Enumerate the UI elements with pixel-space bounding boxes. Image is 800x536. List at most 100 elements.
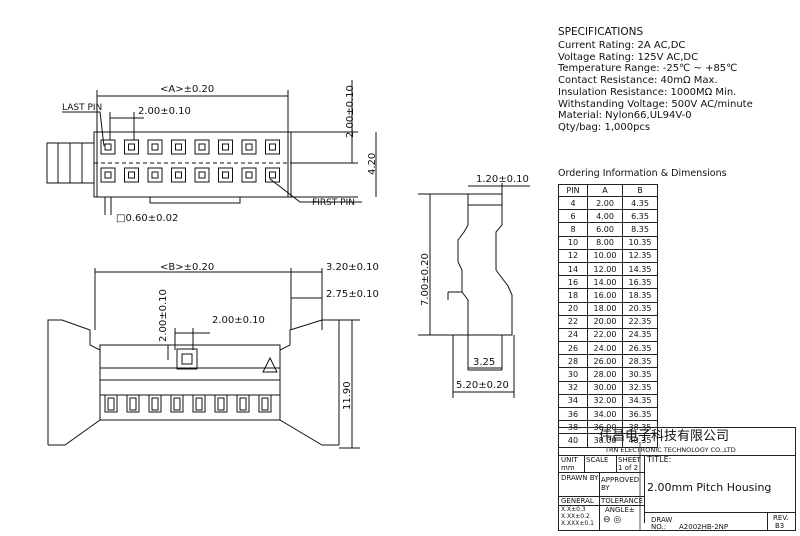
pin-cavity: [241, 139, 257, 155]
rev-label: REV.: [773, 514, 789, 522]
ordering-cell-a: 4.00: [587, 209, 623, 224]
pin-contact: [198, 171, 206, 179]
pin-contact: [245, 171, 253, 179]
dim-320-label: 3.20±0.10: [326, 262, 379, 273]
dim-top-pitch-label: 2.00±0.10: [138, 106, 191, 117]
dim-top-pitch-v-label: 2.00±0.10: [345, 85, 356, 138]
front-view-body: [99, 344, 281, 396]
ordering-cell-b: 14.35: [622, 261, 658, 277]
rev-value: B3: [775, 522, 785, 530]
unit-value: mm: [561, 464, 575, 472]
ordering-cell-b: 36.35: [622, 406, 658, 422]
pin-cavity: [124, 139, 139, 155]
top-view: [46, 80, 377, 215]
front-pin-contact: [261, 397, 269, 411]
pin-contact: [175, 171, 182, 179]
pin-contact: [128, 143, 135, 151]
ordering-cell-pin: 34: [558, 393, 588, 409]
dim-side-height-label: 7.00±0.20: [420, 253, 431, 306]
ordering-cell-pin: 22: [558, 314, 588, 329]
ordering-cell-pin: 18: [558, 288, 588, 303]
dim-side-top-label: 1.20±0.10: [476, 174, 529, 185]
ordering-cell-b: 12.35: [622, 248, 658, 263]
dim-top-height-label: 4.20: [367, 152, 378, 175]
ordering-cell-pin: 20: [558, 301, 588, 316]
spec-line: Qty/bag: 1,000pcs: [558, 121, 651, 133]
ordering-cell-a: 18.00: [587, 301, 623, 316]
drawn-by-label: DRAWN BY: [561, 474, 599, 482]
ordering-header-b: B: [622, 184, 658, 197]
ordering-cell-a: 8.00: [587, 235, 623, 250]
ordering-cell-b: 40.35: [622, 433, 658, 448]
pin-cavity: [147, 167, 163, 183]
pin-cavity: [124, 167, 139, 183]
ordering-cell-a: 14.00: [587, 275, 623, 290]
front-pin-slot: [258, 395, 272, 413]
dim-front-pitch-h-label: 2.00±0.10: [212, 315, 265, 326]
ordering-cell-pin: 6: [558, 209, 588, 224]
spec-line: Material: Nylon66,UL94V-0: [558, 110, 692, 122]
ordering-cell-a: 12.00: [587, 261, 623, 277]
projection-symbol-icon: ⊖ ◎: [603, 515, 622, 525]
ordering-cell-b: 24.35: [622, 327, 658, 343]
sheet-label: SHEET: [618, 456, 641, 464]
ordering-cell-b: 34.35: [622, 393, 658, 409]
title-label: TITLE:: [647, 455, 672, 464]
approved-by-label: APPROVED BY: [601, 476, 640, 492]
top-view-body: [93, 131, 292, 198]
pin-cavity: [265, 139, 280, 155]
tolerance-label: TOLERANCE: [601, 497, 644, 505]
sheet-value: 1 of 2: [618, 464, 639, 472]
ordering-cell-b: 4.35: [622, 195, 658, 211]
ordering-cell-a: 34.00: [587, 406, 623, 422]
ordering-cell-b: 32.35: [622, 380, 658, 395]
pin-contact: [104, 171, 112, 179]
pin-cavity: [171, 139, 186, 155]
front-pin-slot: [236, 395, 250, 413]
drawing-title: 2.00mm Pitch Housing: [647, 481, 772, 494]
dim-side-bottom-label: 5.20±0.20: [456, 380, 509, 391]
pin-contact: [222, 171, 229, 179]
drawing-number: A2002HB-2NP: [679, 523, 729, 531]
front-pin-contact: [239, 397, 247, 411]
ordering-cell-b: 6.35: [622, 209, 658, 224]
ordering-title: Ordering Information & Dimensions: [558, 168, 727, 179]
ordering-cell-pin: 24: [558, 327, 588, 343]
top-view-pins: [100, 139, 280, 183]
ordering-cell-pin: 12: [558, 248, 588, 263]
first-pin-label: FIRST PIN: [312, 198, 355, 208]
ordering-cell-pin: 4: [558, 195, 588, 211]
title-block: 伟昌电子科技有限公司 TRN ELECTRONIC TECHNOLOGY CO.…: [558, 427, 796, 531]
front-pin-slot: [148, 395, 162, 413]
pin-contact: [269, 143, 276, 151]
tolerance-2: X.XX±0.2: [561, 513, 590, 520]
ordering-cell-pin: 30: [558, 367, 588, 382]
draw-label: DRAW: [651, 516, 673, 524]
pin-contact: [151, 171, 159, 179]
ordering-cell-a: 10.00: [587, 248, 623, 263]
ordering-cell-pin: 14: [558, 261, 588, 277]
ordering-header-row: PIN A B: [558, 184, 658, 197]
unit-label: UNIT: [561, 456, 578, 464]
ordering-cell-b: 22.35: [622, 314, 658, 329]
pin-cavity: [171, 167, 186, 183]
angle-label: ANGLE±: [605, 506, 635, 514]
company-name-en: TRN ELECTRONIC TECHNOLOGY CO.,LTD: [605, 446, 736, 454]
pin-cavity: [194, 139, 210, 155]
ordering-cell-pin: 10: [558, 235, 588, 250]
ordering-cell-b: 10.35: [622, 235, 658, 250]
front-pin-contact: [173, 397, 181, 411]
dim-pin-square-label: □0.60±0.02: [116, 213, 179, 224]
spec-line: Contact Resistance: 40mΩ Max.: [558, 75, 718, 87]
